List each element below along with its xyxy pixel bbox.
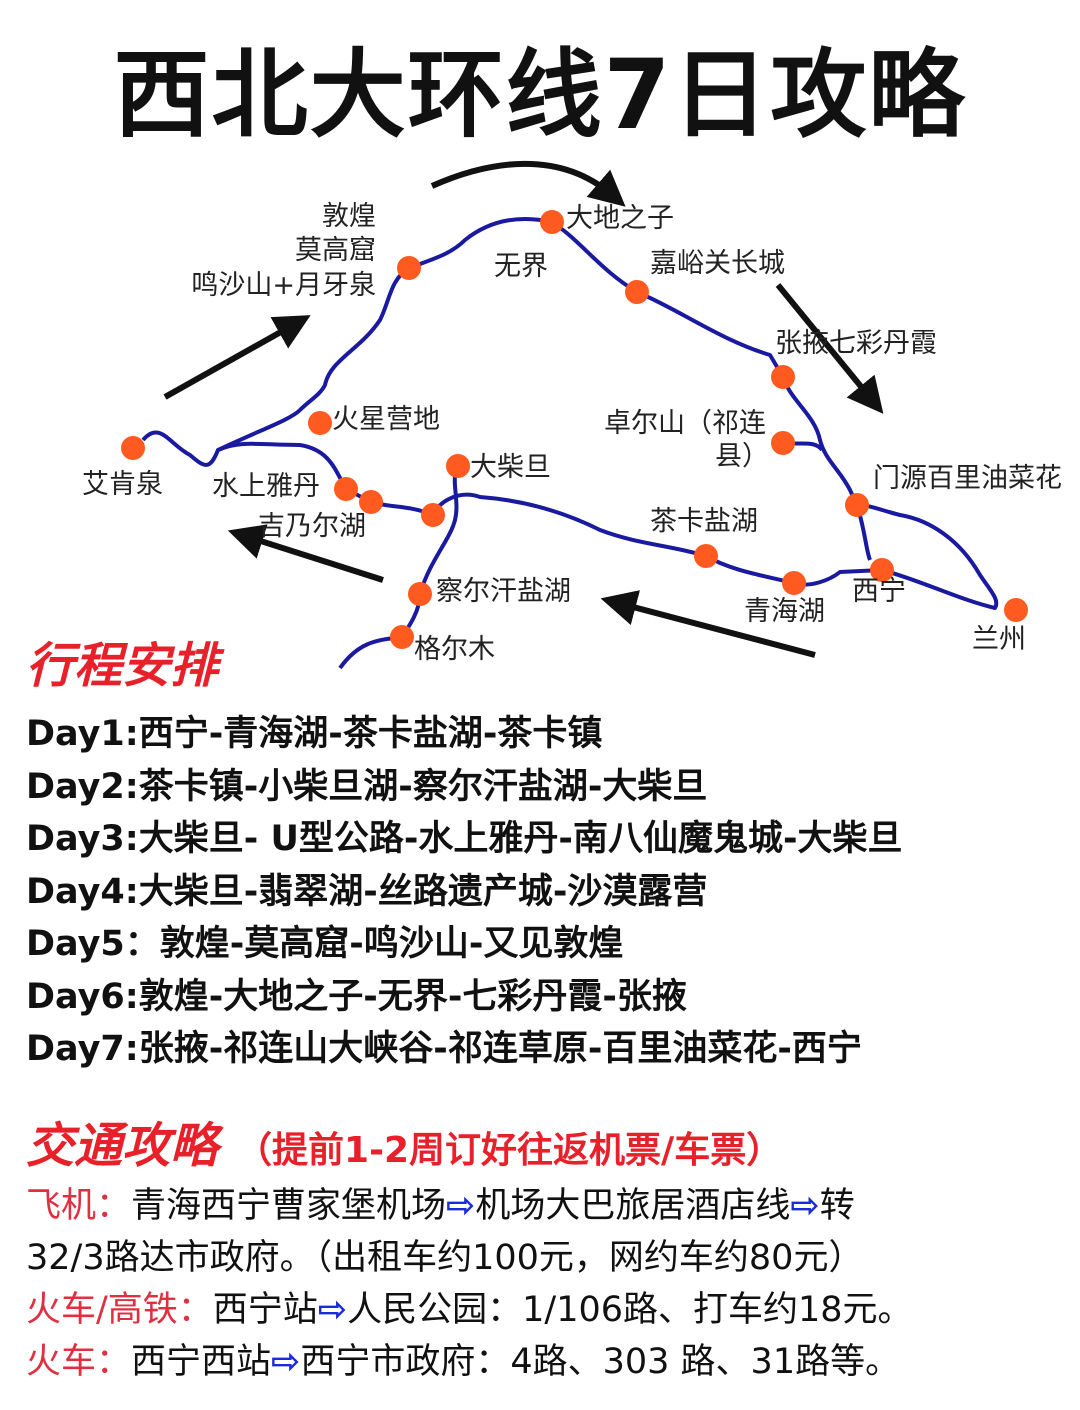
train2-label: 火车： [26,1342,132,1382]
arrow-right-icon: ⇨ [790,1186,820,1226]
plane-label: 飞机： [26,1186,132,1226]
place-dot [845,493,869,517]
day-route: 大柴旦-翡翠湖-丝路遗产城-沙漠露营 [138,871,708,912]
day-label: Day1: [26,714,139,754]
plane-step: 青海西宁曹家堡机场 [131,1186,447,1226]
day-label: Day2: [26,766,139,807]
page-title: 西北大环线7日攻略 [113,39,967,151]
transport-heading: 交通攻略 [26,1118,219,1174]
place-dot [359,490,383,514]
day-label: Day5： [26,924,160,964]
train2-step: 西宁西站 [131,1342,272,1382]
place-dot [397,256,421,280]
place-dot [771,365,795,389]
day-route: 张掖-祁连山大峡谷-祁连草原-百里油菜花-西宁 [138,1029,862,1069]
place-dot [540,210,564,234]
arrow-right-icon: ⇨ [271,1342,301,1382]
train1-info: 火车/高铁：西宁站⇨人民公园：1/106路、打车约18元。 [26,1284,1066,1336]
itinerary-day: Day1:西宁-青海湖-茶卡盐湖-茶卡镇 [26,708,902,761]
day-label: Day4: [26,871,139,912]
place-dot [694,544,718,568]
plane-step: 32/3路达市政府。（出租车约100元，网约车约80元） [26,1238,864,1278]
arrow-icon [430,160,626,207]
place-label: 大地之子 [566,203,674,234]
train2-info: 火车：西宁西站⇨西宁市政府：4路、303 路、31路等。 [26,1336,1066,1388]
place-label: 茶卡盐湖 [650,506,758,537]
itinerary-list: Day1:西宁-青海湖-茶卡盐湖-茶卡镇 Day2:茶卡镇-小柴旦湖-察尔汗盐湖… [26,708,902,1076]
place-label: 艾肯泉 [82,469,163,500]
day-route: 敦煌-大地之子-无界-七彩丹霞-张掖 [138,976,687,1017]
place-dot [421,503,445,527]
transport-heading-row: 交通攻略 （提前1-2周订好往返机票/车票） [26,1118,782,1179]
arrow-icon [600,590,816,658]
route-map: 敦煌 莫高窟 鸣沙山+月牙泉 无界 大地之子 嘉峪关长城 张掖七彩丹霞 卓尔山（… [82,160,1062,670]
place-label: 嘉峪关长城 [650,248,785,279]
train1-step: 人民公园：1/106路、打车约18元。 [347,1290,913,1330]
place-label: 无界 [494,251,548,282]
place-label: 莫高窟 [295,235,376,266]
transport-note: （提前1-2周订好往返机票/车票） [236,1130,783,1171]
place-label: 水上雅丹 [212,471,320,502]
itinerary-day: Day7:张掖-祁连山大峡谷-祁连草原-百里油菜花-西宁 [26,1023,902,1076]
place-dot [308,411,332,435]
place-label: 门源百里油菜花 [873,463,1062,494]
place-label: 鸣沙山+月牙泉 [191,270,376,301]
day-route: 西宁-青海湖-茶卡盐湖-茶卡镇 [138,714,603,754]
train1-step: 西宁站 [212,1290,318,1330]
arrow-icon [227,524,384,583]
itinerary-day: Day5：敦煌-莫高窟-鸣沙山-又见敦煌 [26,918,902,971]
day-label: Day7: [26,1029,139,1069]
itinerary-day: Day2:茶卡镇-小柴旦湖-察尔汗盐湖-大柴旦 [26,761,902,814]
place-dot [408,582,432,606]
train1-label: 火车/高铁： [26,1290,213,1330]
place-dot [121,436,145,460]
route-line [217,217,872,561]
itinerary-day: Day3:大柴旦- U型公路-水上雅丹-南八仙魔鬼城-大柴旦 [26,813,902,866]
itinerary-day: Day6:敦煌-大地之子-无界-七彩丹霞-张掖 [26,971,902,1024]
itinerary-heading: 行程安排 [26,638,219,694]
place-label: 吉乃尔湖 [258,511,366,542]
place-label: 卓尔山（祁连 [604,408,766,439]
direction-arrows [163,160,884,658]
place-label: 格尔木 [414,634,495,665]
day-route: 茶卡镇-小柴旦湖-察尔汗盐湖-大柴旦 [138,766,708,807]
place-label: 西宁 [852,576,906,607]
place-dot [870,558,894,582]
arrow-right-icon: ⇨ [317,1290,348,1330]
arrow-right-icon: ⇨ [446,1186,476,1226]
place-dot [1004,598,1028,622]
place-label: 察尔汗盐湖 [436,576,571,607]
place-label: 敦煌 [322,201,376,232]
place-dot [334,477,358,501]
arrow-icon [163,315,311,400]
place-label: 大柴旦 [470,452,551,483]
arrow-icon [775,283,884,414]
place-dot [390,625,414,649]
day-route: 大柴旦- U型公路-水上雅丹-南八仙魔鬼城-大柴旦 [138,819,903,859]
plane-step: 机场大巴旅居酒店线 [475,1186,791,1226]
place-label: 张掖七彩丹霞 [775,328,937,359]
place-labels: 敦煌 莫高窟 鸣沙山+月牙泉 无界 大地之子 嘉峪关长城 张掖七彩丹霞 卓尔山（… [82,201,1062,665]
day-label: Day3: [26,819,139,859]
place-dots [121,210,1028,649]
day-label: Day6: [26,976,139,1017]
plane-step: 转 [819,1186,855,1226]
place-dot [446,454,470,478]
place-dot [782,571,806,595]
place-dot [625,280,649,304]
place-dot [771,431,795,455]
place-label: 县） [715,441,769,472]
day-route: 敦煌-莫高窟-鸣沙山-又见敦煌 [159,924,624,964]
place-label: 火星营地 [332,404,440,435]
itinerary-day: Day4:大柴旦-翡翠湖-丝路遗产城-沙漠露营 [26,866,902,919]
train2-step: 西宁市政府：4路、303 路、31路等。 [300,1342,901,1382]
place-label: 兰州 [972,624,1026,655]
route-line [141,430,999,610]
place-label: 青海湖 [744,596,825,627]
